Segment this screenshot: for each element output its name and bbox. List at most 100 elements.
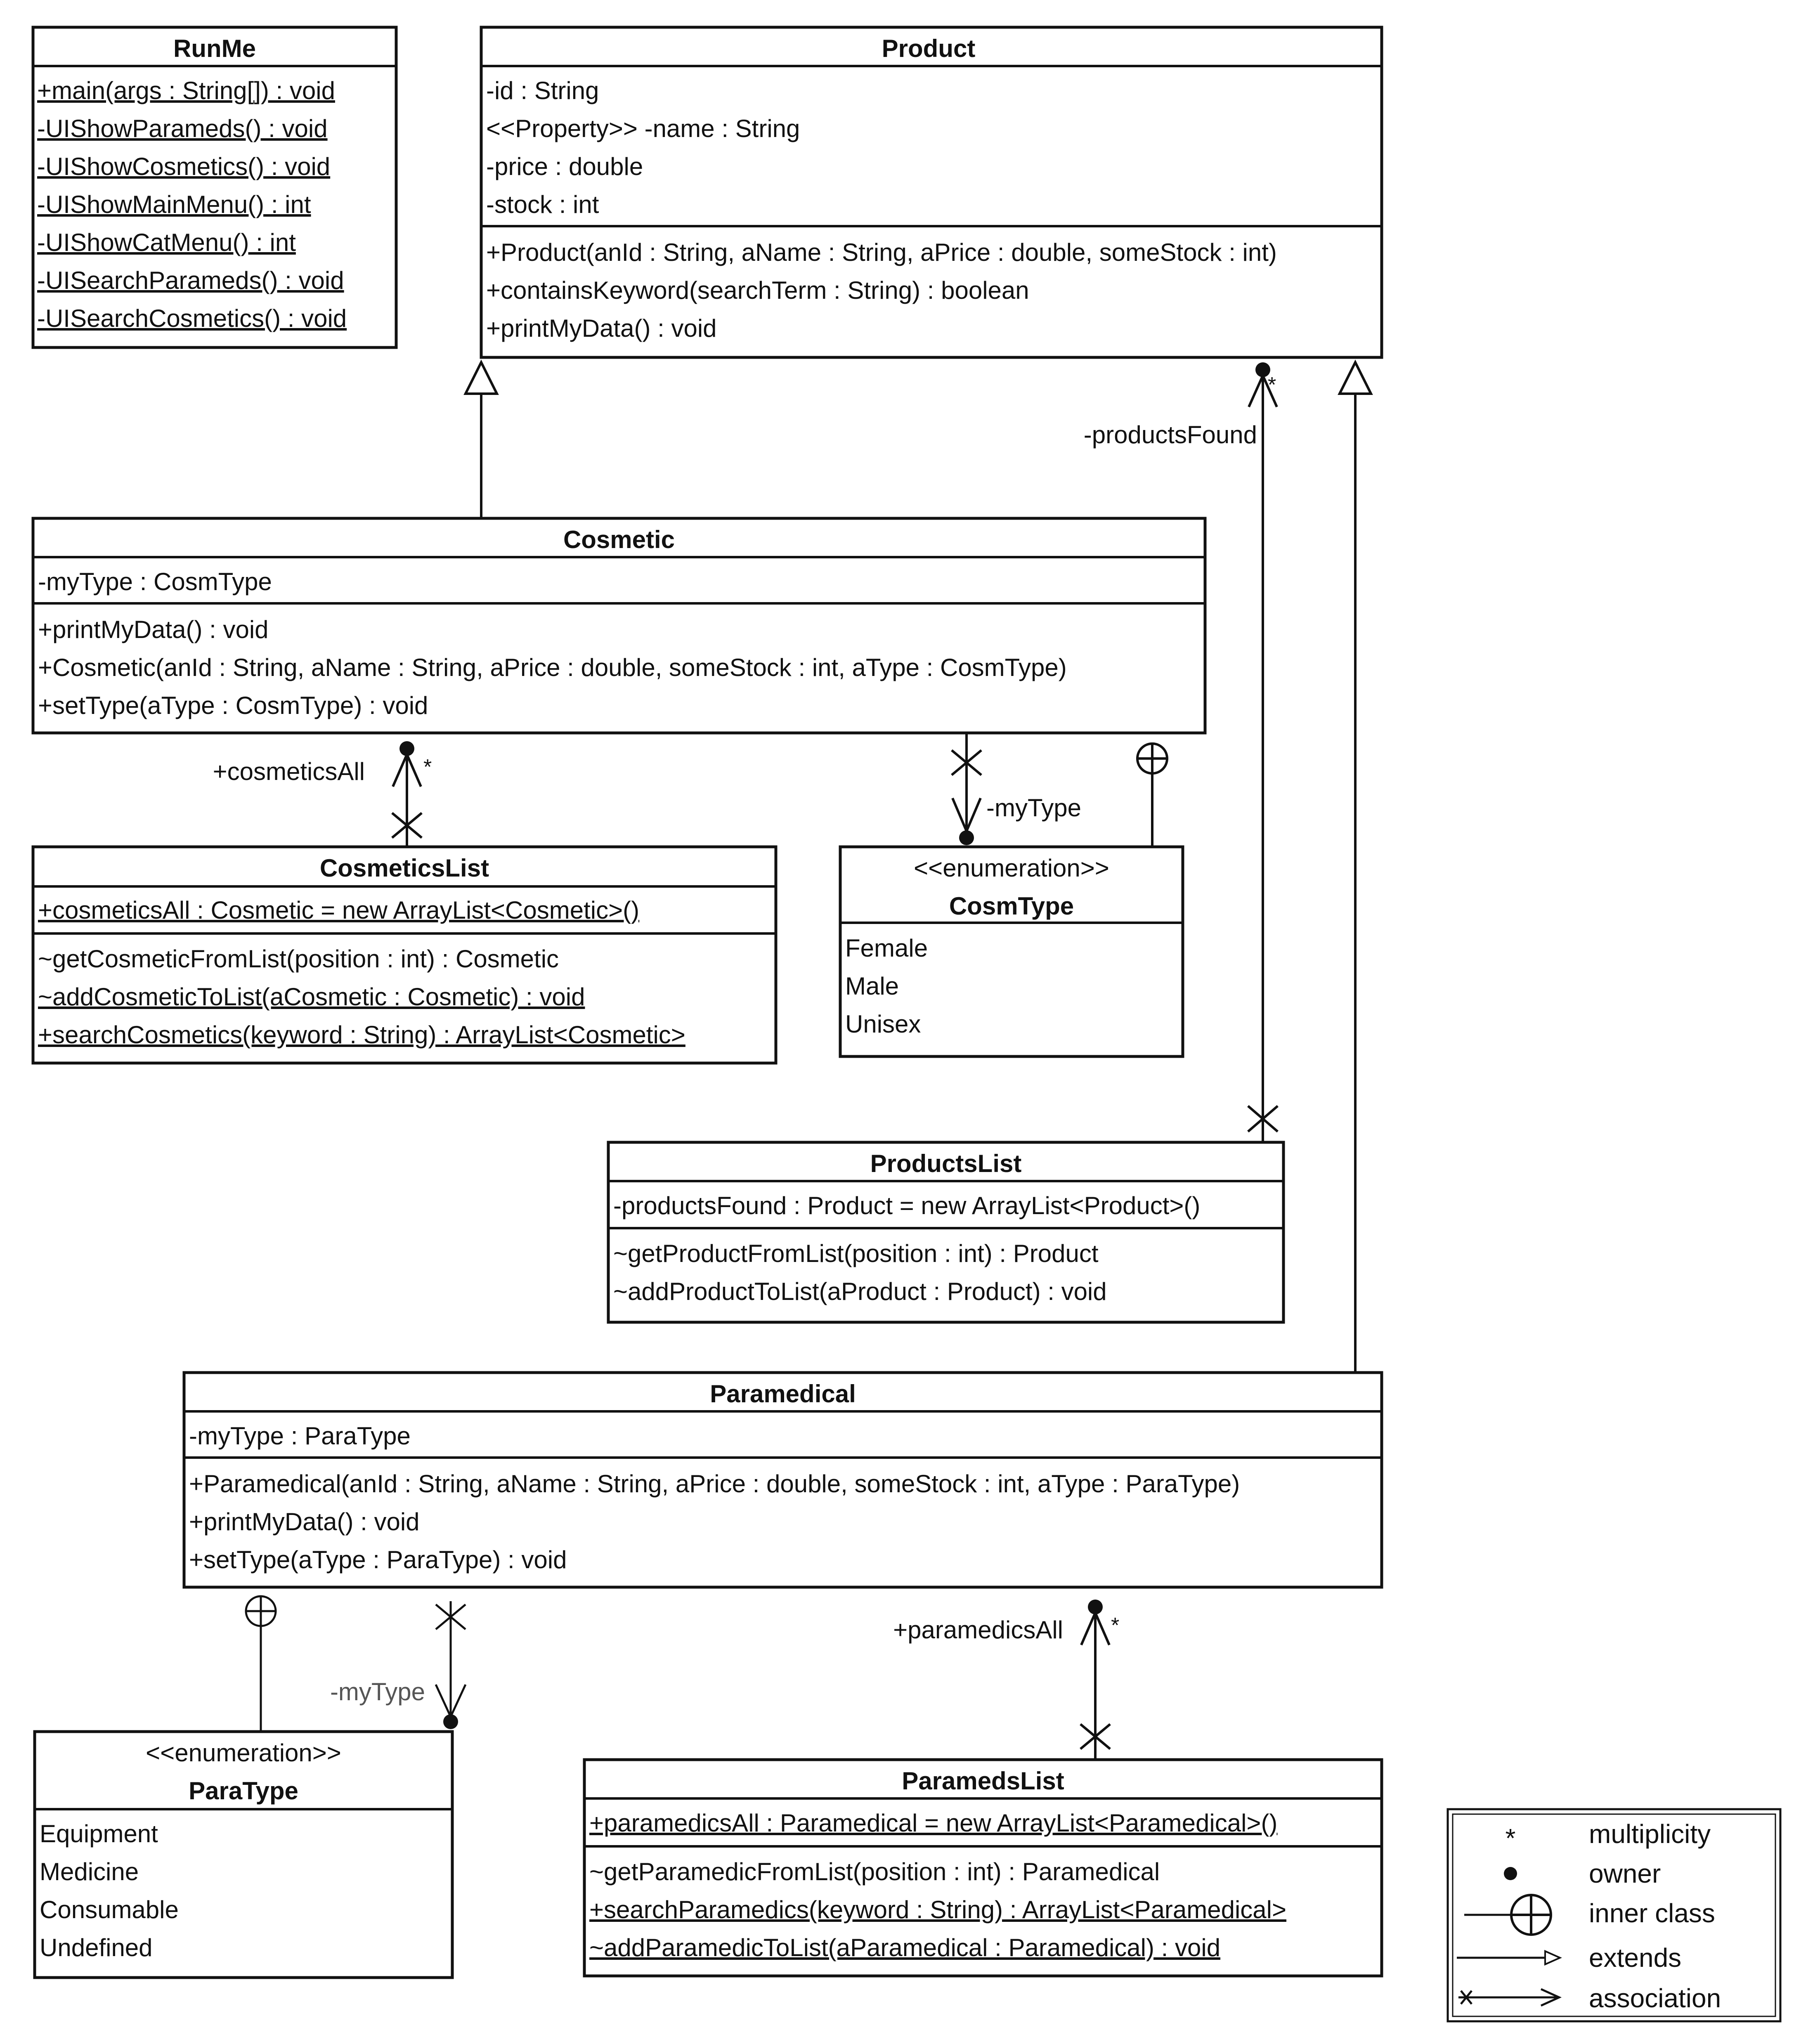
enum-literal: Consumable: [40, 1896, 179, 1923]
legend-item-extends: extends: [1457, 1943, 1681, 1973]
legend-inner-border: [1452, 1813, 1776, 2017]
class-box: [839, 845, 1184, 1058]
method: -UISearchParameds() : void: [37, 267, 344, 294]
class-box: [480, 26, 1383, 359]
multiplicity-label: *: [1268, 373, 1276, 397]
multiplicity-label: *: [1111, 1614, 1119, 1638]
method: +main(args : String[]) : void: [37, 77, 335, 104]
attribute: +cosmeticsAll : Cosmetic = new ArrayList…: [38, 896, 639, 924]
attribute: <<Property>> -name : String: [486, 115, 800, 142]
class-box: [31, 845, 778, 1065]
method: -UISearchCosmetics() : void: [37, 305, 347, 332]
class-box: [33, 1730, 454, 1979]
class-runme[interactable]: RunMe +main(args : String[]) : void -UIS…: [31, 26, 398, 349]
method: ~getParamedicFromList(position : int) : …: [589, 1858, 1160, 1886]
nesting-cosmtype-cosmetic: [1136, 742, 1168, 847]
association-cosmeticslist-cosmetic: * +cosmeticsAll: [213, 741, 432, 847]
legend-label: extends: [1589, 1943, 1681, 1973]
method: +setType(aType : CosmType) : void: [38, 692, 428, 719]
method: +setType(aType : ParaType) : void: [189, 1546, 567, 1574]
legend-item-association: association: [1458, 1983, 1721, 2013]
method: ~addParamedicToList(aParamedical : Param…: [589, 1934, 1220, 1961]
method: ~addProductToList(aProduct : Product) : …: [613, 1278, 1107, 1305]
owner-dot-icon: [443, 1714, 458, 1729]
attribute: -stock : int: [486, 191, 599, 218]
enum-literal: Medicine: [40, 1858, 139, 1886]
class-paramedslist[interactable]: ParamedsList +paramedicsAll : Paramedica…: [583, 1758, 1383, 1978]
method: +Cosmetic(anId : String, aName : String,…: [38, 654, 1067, 681]
legend-item-inner-class: inner class: [1464, 1894, 1715, 1936]
legend-label: owner: [1589, 1859, 1661, 1888]
enum-literal: Undefined: [40, 1934, 153, 1961]
legend-label: inner class: [1589, 1898, 1715, 1928]
class-box: [583, 1758, 1383, 1978]
hollow-triangle-arrowhead-icon: [1338, 359, 1373, 395]
class-name: Paramedical: [710, 1380, 856, 1408]
attribute: +paramedicsAll : Paramedical = new Array…: [589, 1809, 1277, 1837]
method: +Product(anId : String, aName : String, …: [486, 239, 1277, 266]
open-arrowhead-icon: [1080, 1609, 1111, 1646]
method: ~getProductFromList(position : int) : Pr…: [613, 1240, 1099, 1267]
method: +containsKeyword(searchTerm : String) : …: [486, 276, 1029, 304]
role-label: -myType: [330, 1678, 425, 1706]
class-product[interactable]: Product -id : String <<Property>> -name …: [480, 26, 1383, 359]
generalization-cosmetic-product: [463, 359, 499, 518]
open-arrowhead-icon: [392, 751, 422, 787]
association-paramedical-paratype: -myType: [330, 1601, 467, 1729]
method: +Paramedical(anId : String, aName : Stri…: [189, 1470, 1240, 1498]
attribute: -id : String: [486, 77, 599, 104]
enum-literal: Unisex: [845, 1010, 921, 1038]
open-arrowhead-icon: [1540, 1988, 1562, 2007]
method: -UIShowCatMenu() : int: [37, 229, 296, 256]
attribute: -myType : ParaType: [189, 1422, 411, 1450]
class-paramedical[interactable]: Paramedical -myType : ParaType +Paramedi…: [182, 1371, 1383, 1589]
class-name: Cosmetic: [563, 526, 675, 553]
legend: * multiplicity owner inner class extends…: [1446, 1808, 1782, 2023]
owner-dot-icon: [959, 830, 974, 845]
role-label: +cosmeticsAll: [213, 758, 365, 785]
class-box: [31, 26, 398, 349]
generalization-paramedical-product: [1338, 359, 1373, 1373]
multiplicity-star-icon: *: [1506, 1823, 1516, 1853]
method: +searchCosmetics(keyword : String) : Arr…: [38, 1021, 685, 1049]
role-label: -productsFound: [1084, 421, 1257, 449]
class-paratype[interactable]: <<enumeration>> ParaType Equipment Medic…: [33, 1730, 454, 1979]
enum-literal: Equipment: [40, 1820, 158, 1848]
attribute: -productsFound : Product = new ArrayList…: [613, 1192, 1200, 1219]
owner-dot-icon: [1255, 362, 1270, 377]
stereotype: <<enumeration>>: [914, 854, 1109, 882]
multiplicity-label: *: [423, 755, 432, 779]
class-name: Product: [882, 35, 976, 62]
class-name: ParaType: [189, 1777, 298, 1805]
method: +printMyData() : void: [38, 616, 269, 643]
class-productslist[interactable]: ProductsList -productsFound : Product = …: [607, 1141, 1285, 1324]
class-name: RunMe: [173, 35, 256, 62]
method: +printMyData() : void: [189, 1508, 420, 1536]
hollow-triangle-arrowhead-icon: [463, 359, 499, 395]
class-name: CosmeticsList: [320, 854, 489, 882]
owner-dot-icon: [1088, 1600, 1103, 1614]
attribute: -myType : CosmType: [38, 568, 272, 595]
role-label: +paramedicsAll: [893, 1616, 1063, 1644]
stereotype: <<enumeration>>: [146, 1739, 341, 1767]
role-label: -myType: [986, 794, 1081, 822]
class-cosmetic[interactable]: Cosmetic -myType : CosmType +printMyData…: [31, 517, 1207, 735]
association-productslist-product: * -productsFound: [1084, 362, 1279, 1142]
attribute: -price : double: [486, 153, 643, 180]
method: -UIShowMainMenu() : int: [37, 191, 311, 218]
class-box: [607, 1141, 1285, 1324]
enum-literal: Female: [845, 934, 928, 962]
class-name: ProductsList: [870, 1150, 1022, 1177]
method: ~getCosmeticFromList(position : int) : C…: [38, 945, 559, 973]
owner-dot-icon: [1504, 1867, 1517, 1880]
association-paramedslist-paramedical: * +paramedicsAll: [893, 1600, 1119, 1760]
class-cosmtype[interactable]: <<enumeration>> CosmType Female Male Uni…: [839, 845, 1184, 1058]
legend-item-multiplicity: * multiplicity: [1506, 1819, 1711, 1853]
method: -UIShowParameds() : void: [37, 115, 328, 142]
class-cosmeticslist[interactable]: CosmeticsList +cosmeticsAll : Cosmetic =…: [31, 845, 778, 1065]
legend-label: multiplicity: [1589, 1819, 1711, 1849]
legend-item-owner: owner: [1504, 1859, 1661, 1888]
method: +printMyData() : void: [486, 314, 717, 342]
